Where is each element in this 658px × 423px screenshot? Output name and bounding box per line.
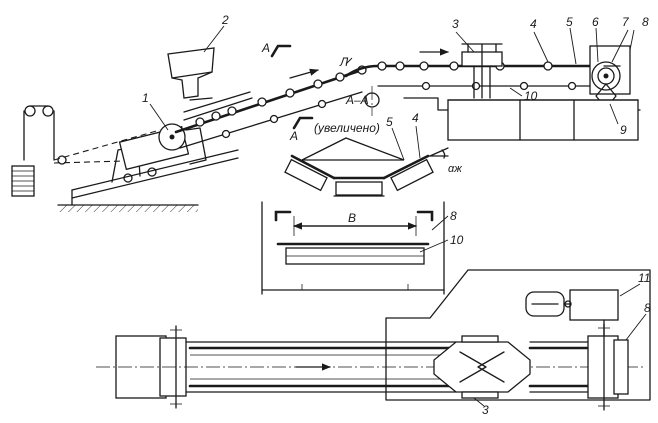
callout-4-side: 4 xyxy=(530,17,537,31)
horizontal-conveyor xyxy=(376,43,606,99)
callout-7: 7 xyxy=(622,15,630,29)
drive-station xyxy=(589,45,631,109)
section-mark-top: А xyxy=(261,41,270,55)
callout-3-plan: 3 xyxy=(482,403,489,417)
callout-8-side: 8 xyxy=(642,15,649,29)
side-view-leaders xyxy=(149,25,635,131)
plan-tripper xyxy=(433,335,531,399)
callout-6: 6 xyxy=(592,15,599,29)
drive-motor xyxy=(525,289,619,337)
callout-5-section: 5 xyxy=(386,115,393,129)
callout-4-section: 4 xyxy=(412,111,419,125)
section-cut-marks: А А xyxy=(261,41,314,143)
callout-letter-l: Л xyxy=(339,55,349,69)
upper-rollers xyxy=(195,65,367,127)
return-belt-frame xyxy=(261,201,445,295)
callout-10-side: 10 xyxy=(524,89,538,103)
plan-view: 11 8 3 xyxy=(96,269,651,417)
callout-11: 11 xyxy=(638,271,650,285)
section-a-a: А–А (увеличено) 5 4 αж xyxy=(261,93,464,295)
callout-5-side: 5 xyxy=(566,15,573,29)
belt-width-label: В xyxy=(348,211,356,225)
tension-carriage xyxy=(111,123,207,183)
foundation xyxy=(403,97,641,141)
callout-9: 9 xyxy=(620,123,627,137)
side-view: А А 1 2 Л 3 4 5 6 7 8 10 9 xyxy=(11,13,649,212)
lower-rollers xyxy=(221,99,327,139)
deflection-roller xyxy=(364,86,380,116)
callout-8-plan: 8 xyxy=(644,301,651,315)
inclined-conveyor xyxy=(174,64,380,149)
weight-stack xyxy=(11,165,35,197)
section-title: А–А xyxy=(345,93,369,107)
callout-1: 1 xyxy=(142,91,149,105)
hopper xyxy=(167,47,215,101)
tension-weight xyxy=(11,105,161,197)
discharge-tripper xyxy=(461,43,503,99)
section-mark-bottom: А xyxy=(289,129,298,143)
troughed-idler xyxy=(284,137,449,197)
callout-10-section: 10 xyxy=(450,233,464,247)
callout-2: 2 xyxy=(221,13,229,27)
plan-belt xyxy=(96,341,646,393)
callout-8-section: 8 xyxy=(450,209,457,223)
callout-3-side: 3 xyxy=(452,17,459,31)
trough-angle-label: αж xyxy=(448,163,462,175)
section-note: (увеличено) xyxy=(314,121,380,135)
